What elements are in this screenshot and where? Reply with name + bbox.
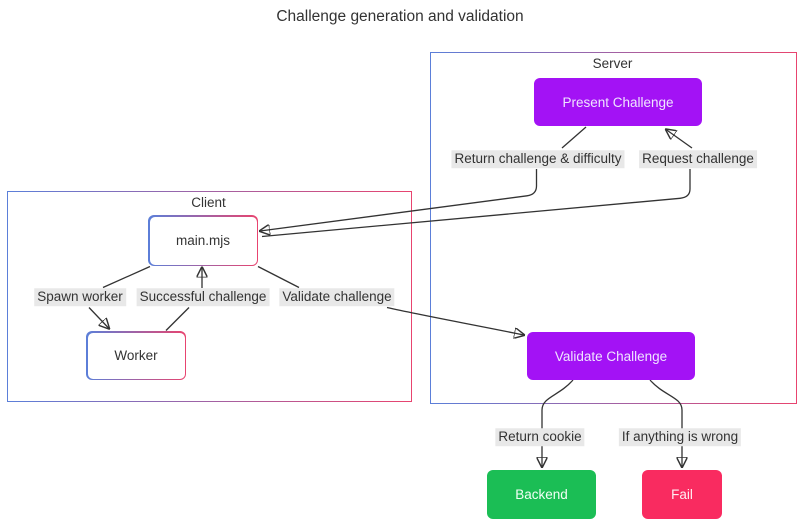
edge-label-successful-challenge: Successful challenge xyxy=(136,288,270,306)
node-present-challenge: Present Challenge xyxy=(534,78,702,126)
node-present-challenge-label: Present Challenge xyxy=(562,94,674,110)
node-worker-label: Worker xyxy=(114,348,158,363)
node-backend-label: Backend xyxy=(515,487,568,502)
edge-label-return-challenge: Return challenge & difficulty xyxy=(451,150,625,168)
node-fail: Fail xyxy=(642,470,722,519)
edge-label-spawn-worker: Spawn worker xyxy=(34,288,126,306)
node-backend: Backend xyxy=(487,470,596,519)
node-main-mjs-label: main.mjs xyxy=(175,233,230,248)
edge-label-return-cookie: Return cookie xyxy=(495,428,585,446)
node-validate-challenge: Validate Challenge xyxy=(527,332,695,380)
node-validate-challenge-label: Validate Challenge xyxy=(554,348,668,364)
server-label: Server xyxy=(592,56,633,71)
edge-label-request-challenge: Request challenge xyxy=(639,150,757,168)
node-worker: Worker xyxy=(86,331,186,380)
diagram-title: Challenge generation and validation xyxy=(276,8,524,25)
node-main-mjs: main.mjs xyxy=(148,215,258,266)
edge-label-validate-challenge: Validate challenge xyxy=(279,288,395,306)
client-label: Client xyxy=(191,195,226,210)
node-fail-label: Fail xyxy=(671,487,693,502)
edge-label-if-anything-wrong: If anything is wrong xyxy=(618,428,742,446)
